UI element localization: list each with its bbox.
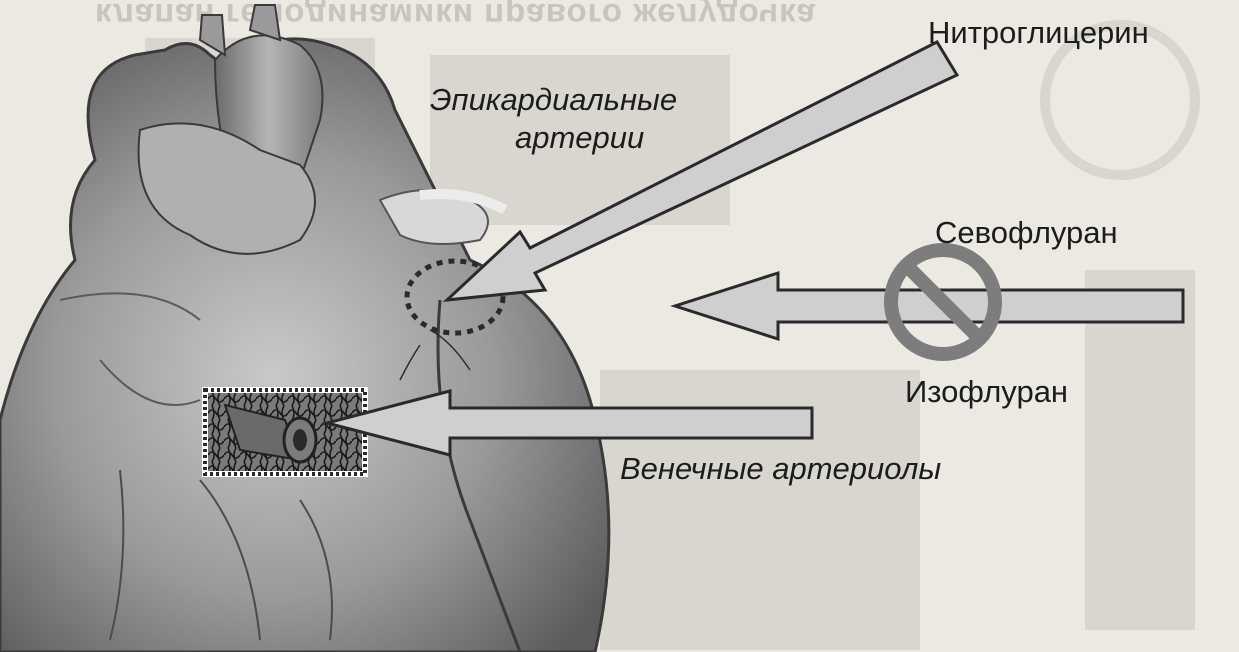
label-nitroglycerin: Нитроглицерин [928,17,1149,48]
label-coronary-arterioles: Венечные артериолы [620,453,941,484]
label-epicardial-line1: Эпикардиальные [430,84,677,115]
label-isoflurane: Изофлуран [905,376,1068,407]
label-sevoflurane: Севофлуран [935,217,1118,248]
label-epicardial-line2: артерии [515,122,644,153]
arteriole-inset [205,390,365,474]
